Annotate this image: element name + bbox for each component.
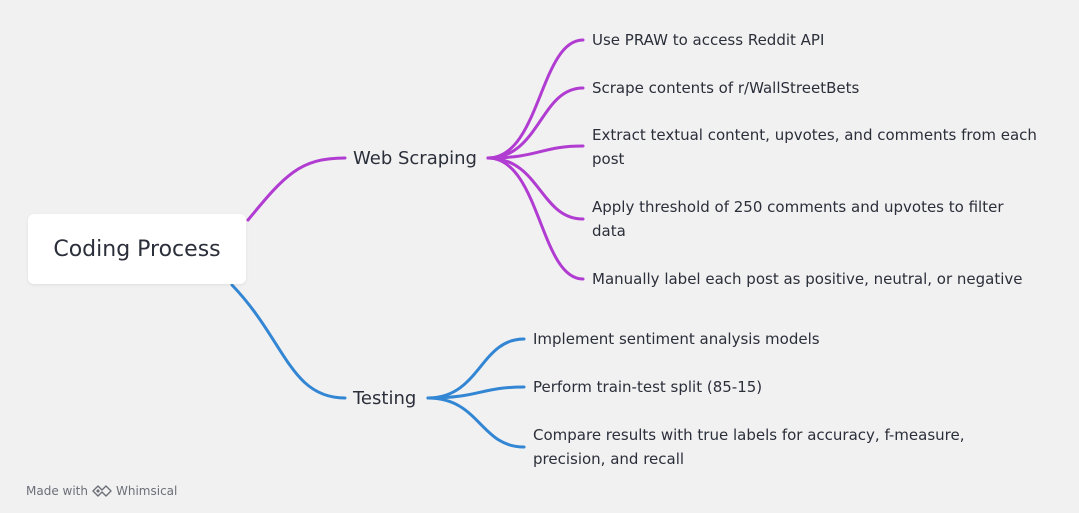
- web-scraping-item-1[interactable]: Use PRAW to access Reddit API: [592, 31, 825, 49]
- edge-web-scraping-child-1: [486, 38, 585, 160]
- web-scraping-item-5[interactable]: Manually label each post as positive, ne…: [592, 270, 1023, 288]
- root-node-label: Coding Process: [53, 236, 221, 262]
- edge-web-scraping-child-3: [486, 144, 585, 160]
- made-with-label: Made with: [26, 484, 88, 498]
- edge-testing-child-3: [426, 396, 526, 449]
- whimsical-logo-icon: [92, 485, 112, 497]
- edge-root-web-scraping: [246, 156, 347, 222]
- root-node[interactable]: Coding Process: [28, 214, 246, 284]
- testing-item-3[interactable]: Compare results with true labels for acc…: [533, 426, 965, 468]
- whimsical-brand: Whimsical: [115, 484, 178, 498]
- web-scraping-item-2[interactable]: Scrape contents of r/WallStreetBets: [592, 79, 860, 97]
- edge-web-scraping-child-4: [486, 156, 585, 221]
- web-scraping-item-3[interactable]: Extract textual content, upvotes, and co…: [592, 126, 1037, 168]
- edge-web-scraping-child-2: [486, 86, 585, 160]
- edge-testing-child-1: [426, 337, 526, 400]
- testing-item-2[interactable]: Perform train-test split (85-15): [533, 378, 763, 396]
- made-with-whimsical[interactable]: Made with Whimsical: [26, 484, 177, 498]
- edge-root-testing: [230, 283, 347, 400]
- testing-item-1[interactable]: Implement sentiment analysis models: [533, 330, 820, 348]
- edge-testing-child-2: [426, 385, 526, 400]
- web-scraping-item-4[interactable]: Apply threshold of 250 comments and upvo…: [592, 198, 1004, 240]
- branch-web-scraping[interactable]: Web Scraping: [353, 148, 477, 169]
- branch-testing[interactable]: Testing: [353, 388, 417, 409]
- edge-web-scraping-child-5: [486, 156, 585, 281]
